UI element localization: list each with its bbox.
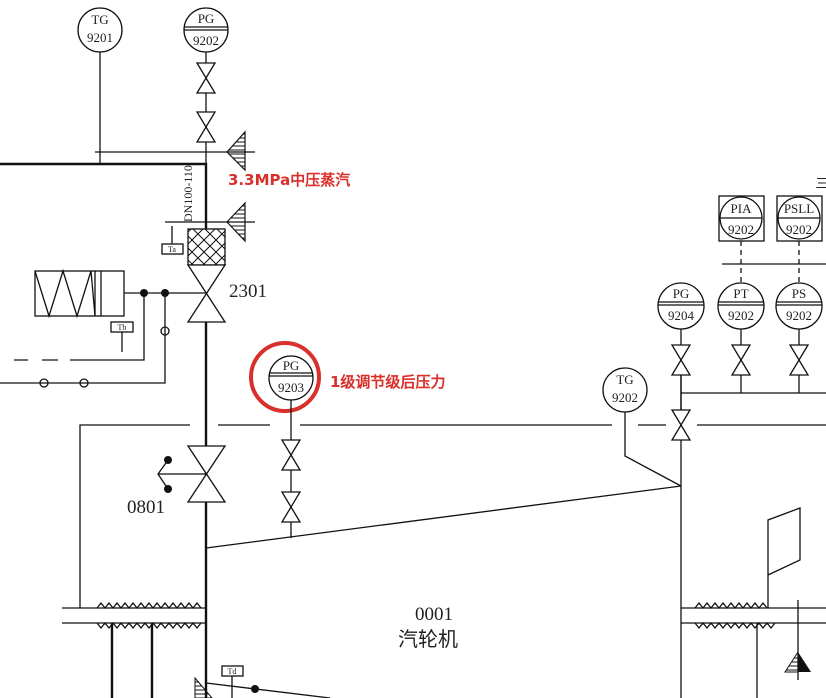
svg-text:9201: 9201 — [87, 30, 113, 45]
svg-text:Td: Td — [228, 667, 237, 676]
svg-text:TG: TG — [616, 372, 633, 387]
svg-text:9202: 9202 — [612, 390, 638, 405]
steam-supply-label: 3.3MPa中压蒸汽 — [228, 171, 350, 189]
gate-valve[interactable] — [280, 439, 302, 471]
svg-text:PS: PS — [792, 286, 806, 301]
bearing-left — [62, 601, 206, 698]
svg-text:9204: 9204 — [668, 308, 695, 323]
svg-text:Ta: Ta — [168, 245, 176, 254]
turbine-id: 0001 — [415, 604, 453, 625]
svg-text:9203: 9203 — [278, 380, 304, 395]
svg-text:PT: PT — [733, 286, 748, 301]
instrument-pg-9203[interactable]: PG 9203 — [268, 355, 314, 401]
pipe-spec-label: DN100-110 — [181, 165, 195, 222]
strainer-icon — [187, 228, 226, 266]
valve-actuator[interactable] — [34, 268, 125, 319]
tb-indicator: Tb — [110, 321, 134, 352]
gate-valve[interactable] — [195, 111, 217, 143]
flag-marker-icon — [767, 507, 801, 608]
svg-text:9202: 9202 — [728, 222, 754, 237]
instrument-pt-9202[interactable]: PT 9202 — [717, 282, 765, 330]
gate-valve[interactable] — [788, 344, 810, 376]
svg-text:PSLL: PSLL — [784, 201, 814, 216]
instrument-pg-9204[interactable]: PG 9204 — [657, 282, 705, 330]
svg-text:9202: 9202 — [728, 308, 754, 323]
turbine-outline — [205, 485, 682, 549]
svg-text:PG: PG — [673, 286, 690, 301]
edge-text-fragment: 三 — [815, 176, 826, 191]
bearing-right — [681, 601, 826, 698]
instrument-pia-9202[interactable]: PIA 9202 — [718, 195, 765, 242]
instrument-pg-9202[interactable]: PG 9202 — [183, 7, 229, 53]
instrument-tg-9202[interactable]: TG 9202 — [602, 367, 648, 413]
svg-text:9202: 9202 — [786, 222, 812, 237]
turbine-name: 汽轮机 — [398, 628, 458, 651]
stage-pressure-label: 1级调节级后压力 — [330, 373, 445, 391]
instrument-ps-9202[interactable]: PS 9202 — [775, 282, 823, 330]
instrument-psll-9202[interactable]: PSLL 9202 — [776, 195, 823, 242]
gate-valve[interactable] — [730, 344, 752, 376]
svg-text:PG: PG — [283, 358, 300, 373]
pipe-reducer-icon — [226, 201, 246, 243]
gate-valve[interactable] — [280, 491, 302, 523]
main-stop-valve-2301[interactable] — [186, 264, 227, 323]
svg-text:TG: TG — [91, 12, 108, 27]
td-indicator: Td — [221, 665, 244, 698]
fixed-point-icon — [798, 652, 811, 672]
gate-valve[interactable] — [670, 344, 692, 376]
instrument-tg-9201[interactable]: TG 9201 — [77, 7, 123, 53]
control-valve-0801[interactable] — [186, 445, 227, 503]
ta-indicator: Ta — [161, 226, 184, 255]
gate-valve[interactable] — [670, 409, 692, 441]
svg-text:9202: 9202 — [786, 308, 812, 323]
valve-0801-label: 0801 — [127, 497, 165, 518]
svg-text:PIA: PIA — [731, 201, 753, 216]
valve-2301-label: 2301 — [229, 281, 267, 302]
main-steam-pipe — [0, 162, 208, 229]
gate-valve[interactable] — [195, 62, 217, 94]
svg-text:PG: PG — [198, 11, 215, 26]
highlight-circle — [249, 341, 321, 413]
svg-text:Tb: Tb — [118, 323, 127, 332]
svg-text:9202: 9202 — [193, 33, 219, 48]
pipe-reducer-icon — [226, 130, 246, 172]
